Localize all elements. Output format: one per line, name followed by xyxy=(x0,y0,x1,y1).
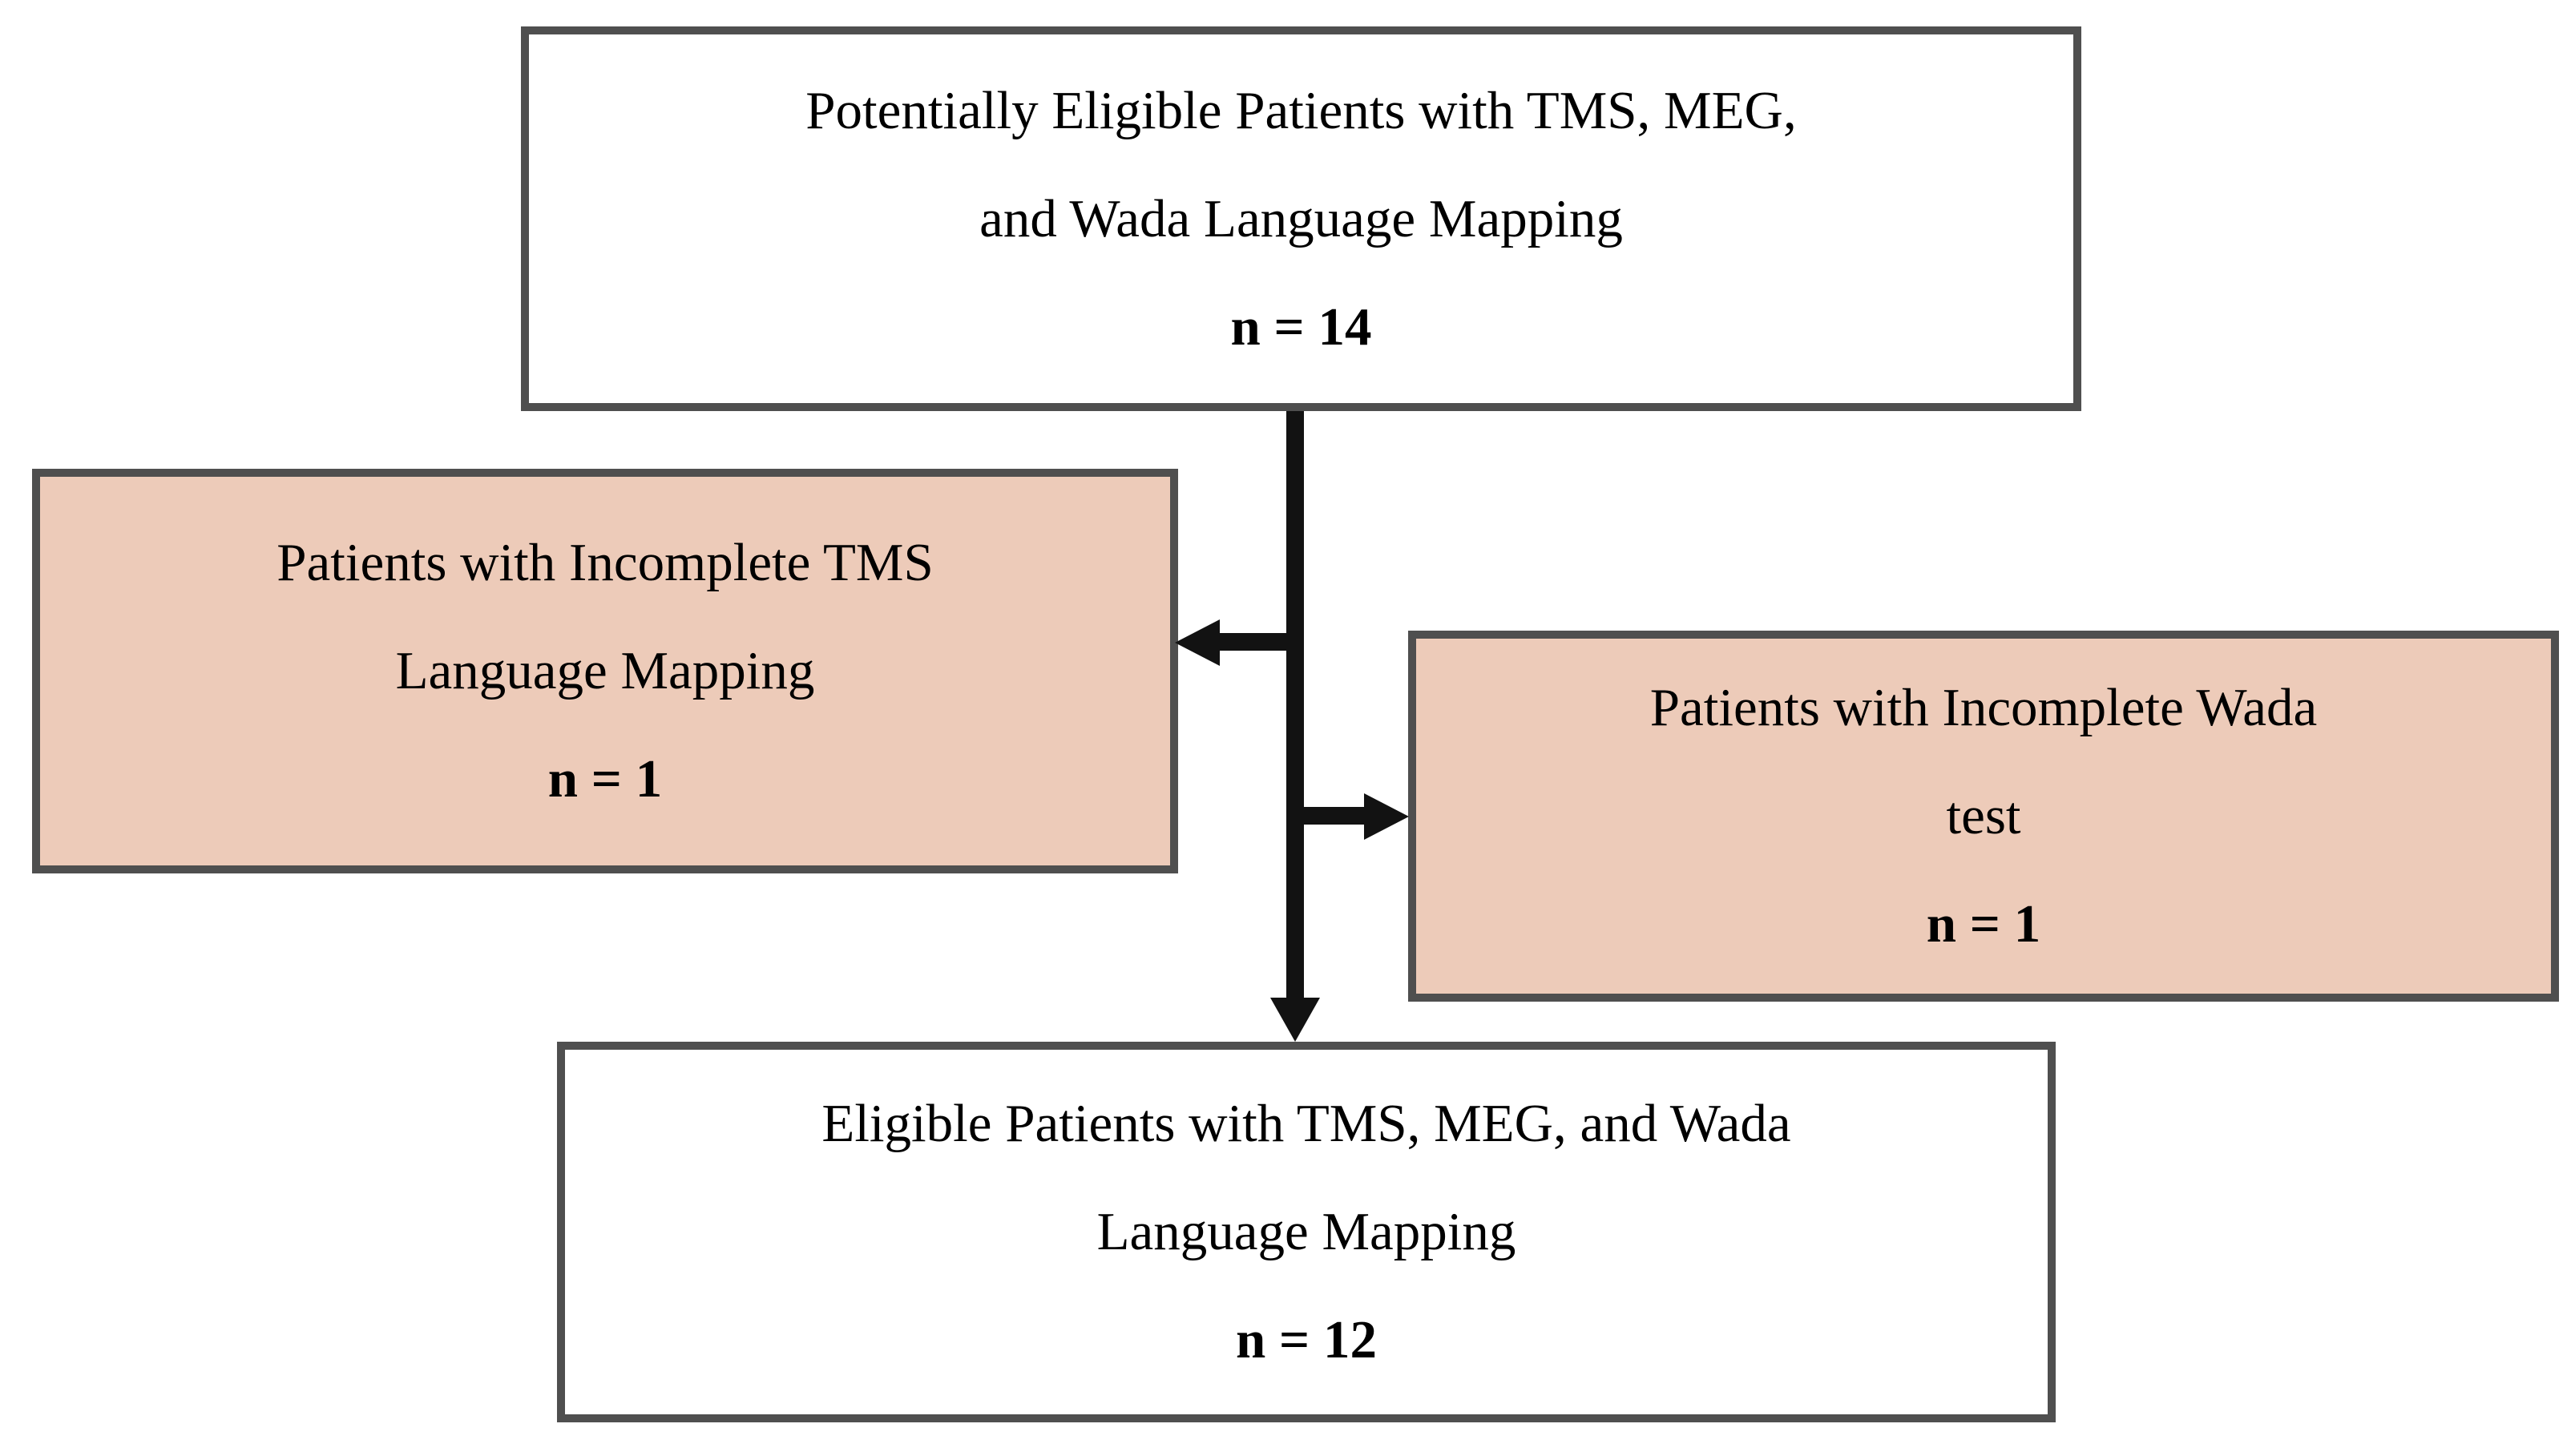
box-count: n = 1 xyxy=(1926,894,2041,954)
arrow-down-head-icon xyxy=(1270,998,1320,1042)
box-count: n = 1 xyxy=(547,749,663,809)
box-text-line: and Wada Language Mapping xyxy=(979,188,1623,248)
arrow-to-right-exclusion-line xyxy=(1295,807,1367,825)
box-text-line: Language Mapping xyxy=(1096,1202,1516,1261)
box-text-line: Eligible Patients with TMS, MEG, and Wad… xyxy=(821,1094,1791,1153)
box-text-line: Potentially Eligible Patients with TMS, … xyxy=(805,80,1797,140)
box-text-line: Patients with Incomplete TMS xyxy=(276,533,934,592)
arrow-down-line xyxy=(1286,411,1304,1002)
box-count: n = 14 xyxy=(1230,296,1372,357)
arrow-left-head-icon xyxy=(1175,619,1220,666)
box-text-line: test xyxy=(1946,786,2021,845)
box-text-line: Language Mapping xyxy=(395,641,815,700)
box-eligible-patients: Eligible Patients with TMS, MEG, and Wad… xyxy=(557,1042,2056,1422)
box-incomplete-wada-test: Patients with Incomplete Wada test n = 1 xyxy=(1408,631,2559,1002)
arrow-to-left-exclusion-line xyxy=(1218,633,1298,651)
box-incomplete-tms-language-mapping: Patients with Incomplete TMS Language Ma… xyxy=(32,469,1178,873)
box-count: n = 12 xyxy=(1236,1310,1377,1369)
box-text-line: Patients with Incomplete Wada xyxy=(1649,678,2318,737)
box-potentially-eligible-patients: Potentially Eligible Patients with TMS, … xyxy=(521,26,2081,411)
arrow-right-head-icon xyxy=(1364,793,1409,840)
